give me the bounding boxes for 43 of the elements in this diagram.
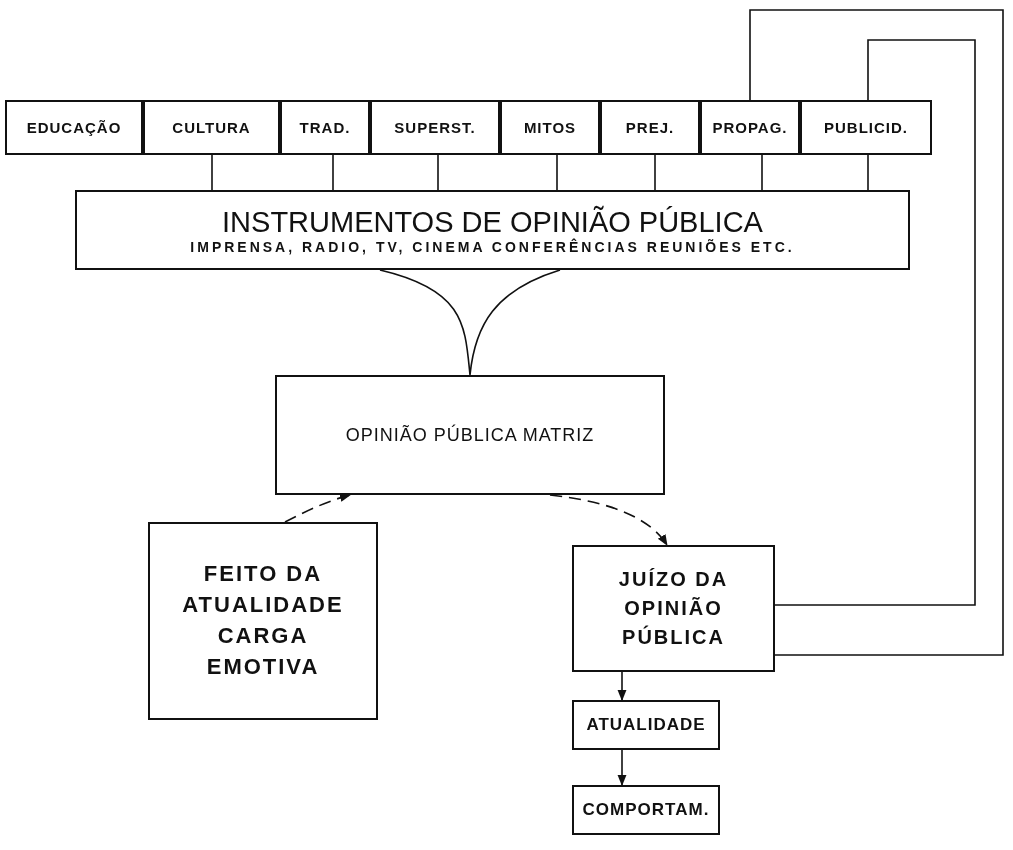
node-label: PUBLICID. [824, 119, 908, 136]
category-box [800, 100, 932, 155]
connector-line [332, 154, 334, 191]
connector-line [761, 154, 763, 191]
category-box [500, 100, 600, 155]
node-label: PROPAG. [712, 119, 788, 136]
node-label: OPINIÃO PÚBLICA MATRIZ [345, 424, 595, 446]
instruments-box [75, 190, 910, 270]
arrow [617, 671, 627, 702]
node-label: ATUALIDADE [586, 715, 706, 735]
connector-line [437, 154, 439, 191]
node-label: CULTURA [172, 119, 251, 136]
connector-line [867, 154, 869, 191]
category-box [600, 100, 700, 155]
connector-line [749, 9, 1004, 656]
node-label: JUÍZO DA OPINIÃO PÚBLICA [617, 567, 730, 650]
arrow [617, 749, 627, 787]
connector-line [556, 154, 558, 191]
node-label: TRAD. [299, 119, 351, 136]
process-box [572, 700, 720, 750]
node-label: SUPERST. [394, 119, 476, 136]
node-label: PREJ. [625, 119, 675, 136]
process-box [572, 545, 775, 672]
node-label: FEITO DA ATUALIDADE CARGA EMOTIVA [181, 560, 345, 681]
node-label: EDUCAÇÃO [26, 119, 122, 136]
arrow [284, 493, 352, 523]
arrow [549, 494, 668, 546]
connector-line [211, 154, 213, 191]
category-box [5, 100, 143, 155]
process-box [572, 785, 720, 835]
process-box [275, 375, 665, 495]
category-box [280, 100, 370, 155]
connector-line [654, 154, 656, 191]
category-box [370, 100, 500, 155]
category-box [143, 100, 280, 155]
connector-line [774, 39, 976, 606]
node-label: MITOS [523, 119, 577, 136]
node-label: COMPORTAM. [582, 800, 710, 820]
node-label: INSTRUMENTOS DE OPINIÃO PÚBLICA [222, 205, 763, 238]
node-sublabel: IMPRENSA, RADIO, TV, CINEMA CONFERÊNCIAS REUNIÕES ETC. [190, 238, 795, 255]
category-box [700, 100, 800, 155]
process-box [148, 522, 378, 720]
connector-line [379, 269, 561, 376]
